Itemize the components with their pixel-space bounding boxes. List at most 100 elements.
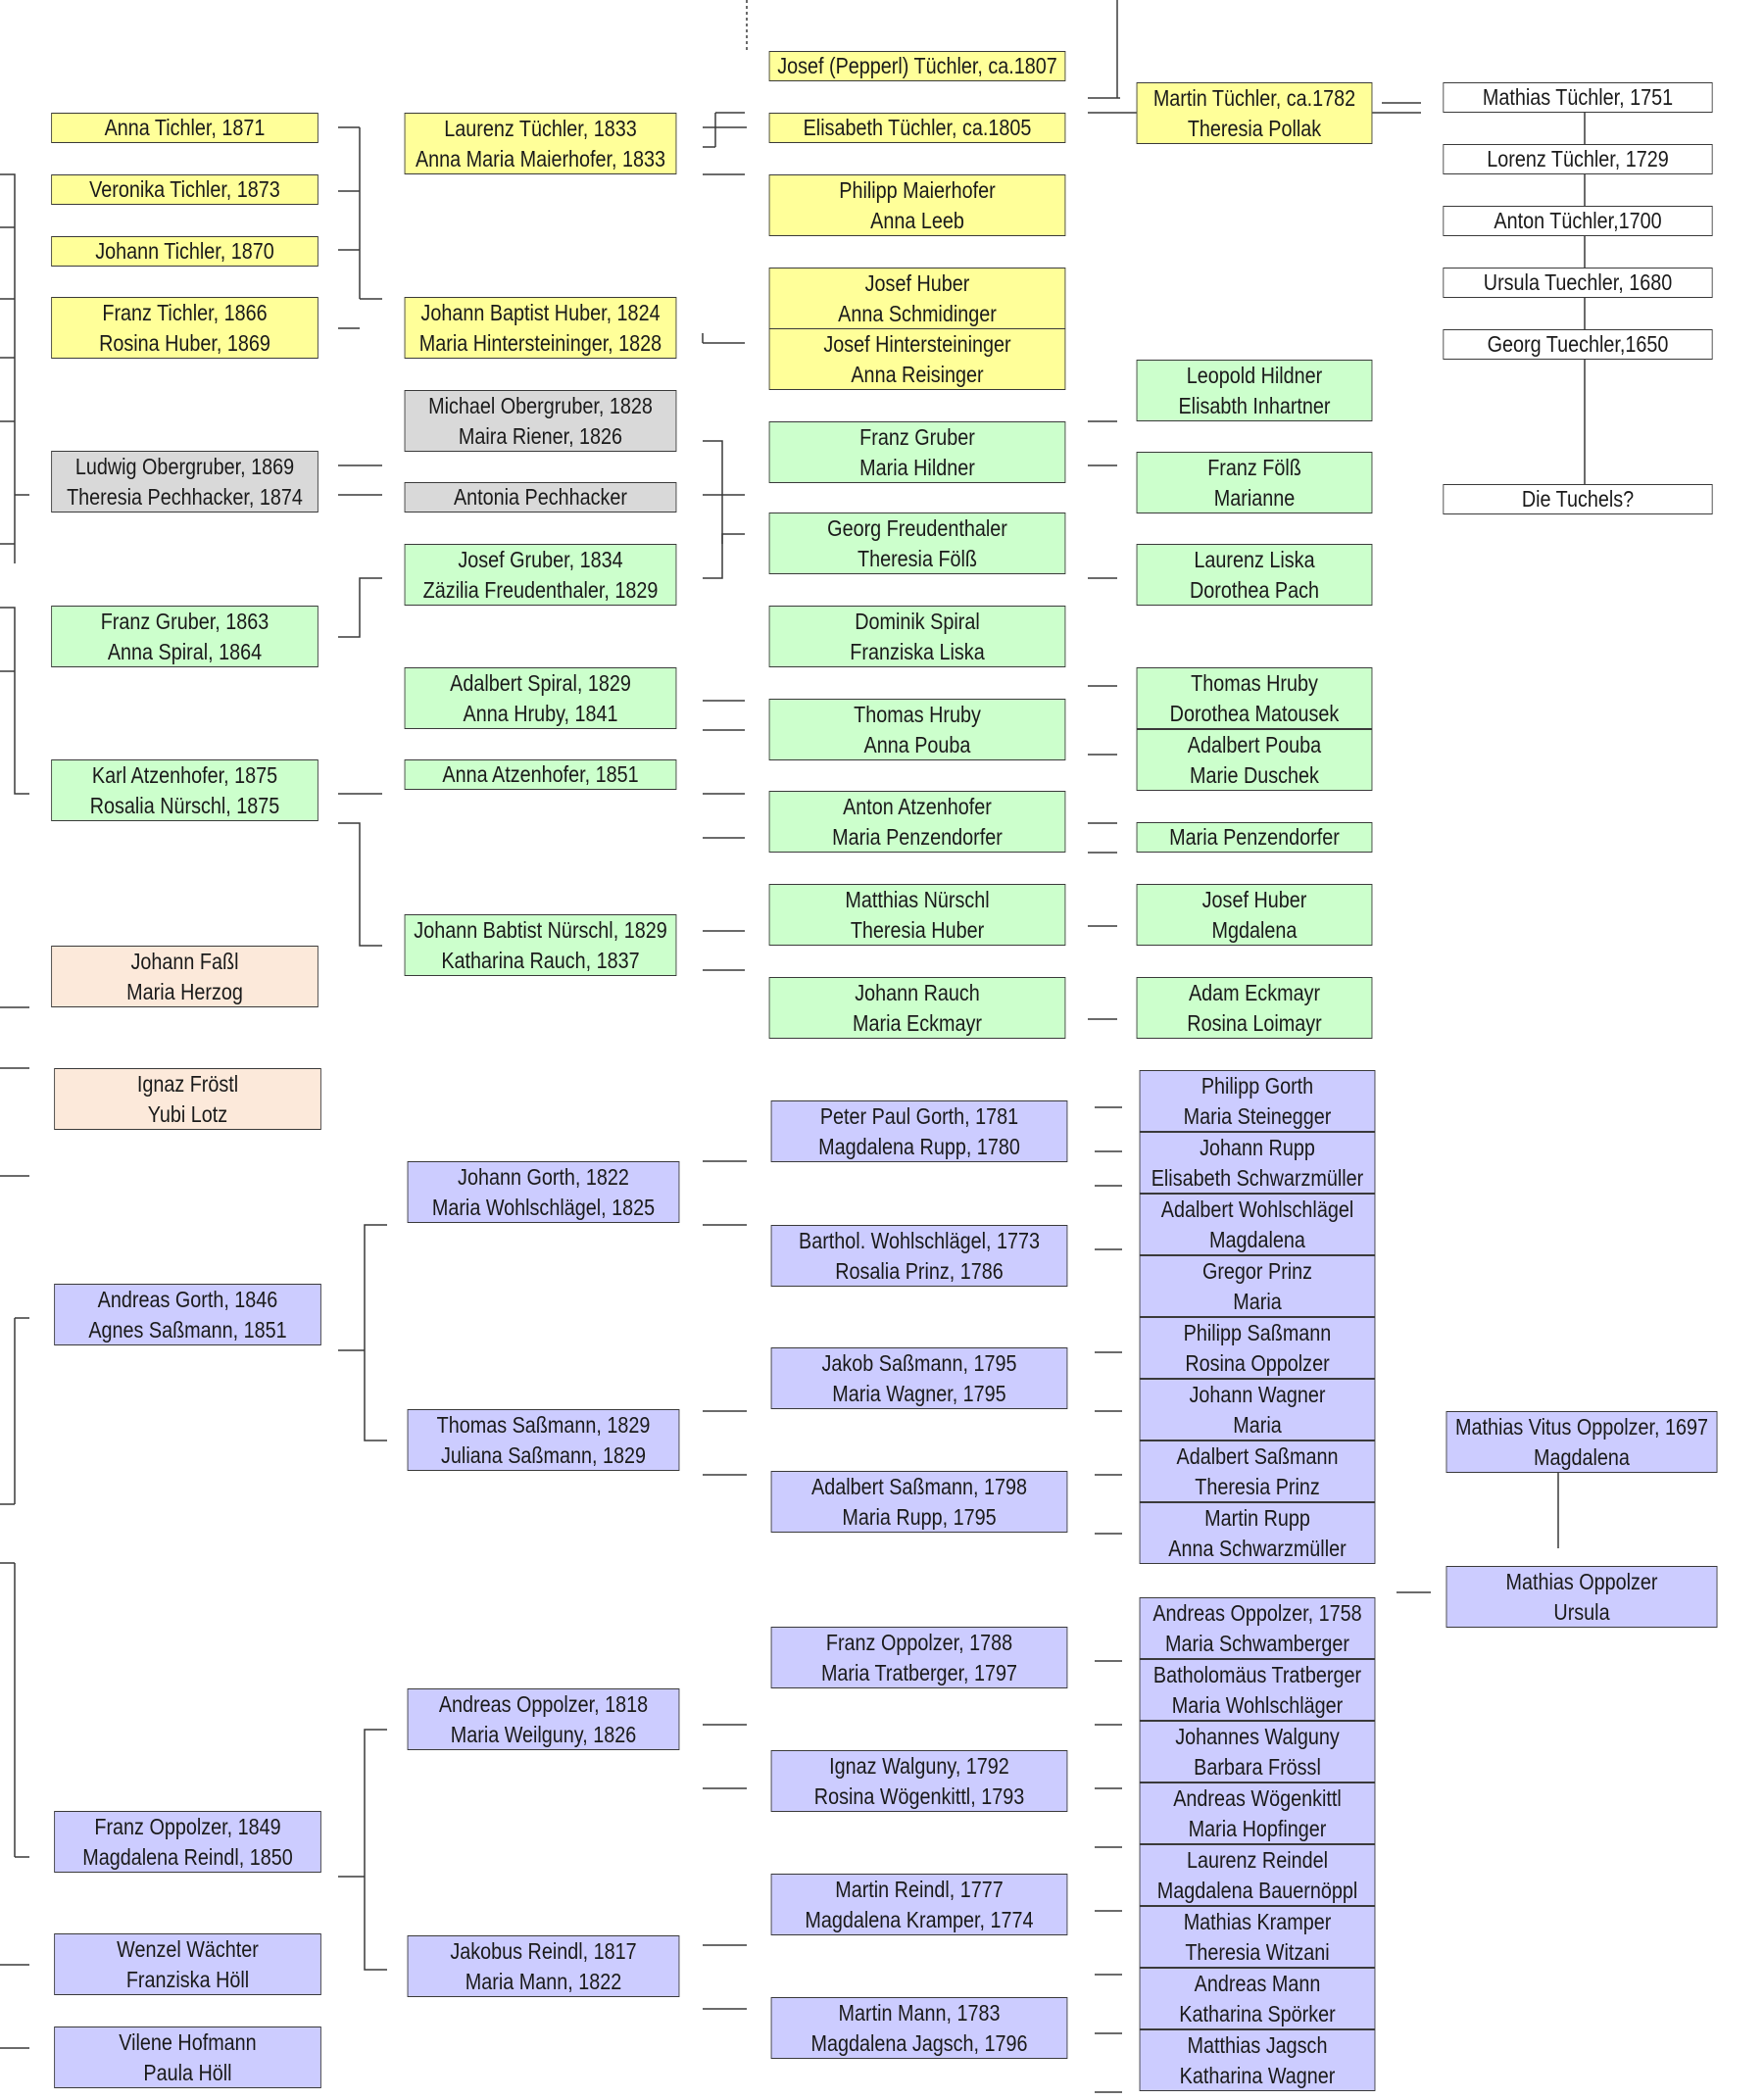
wife-line: Anna Schmidinger (838, 300, 997, 326)
husband-line: Jakobus Reindl, 1817 (450, 1937, 637, 1964)
couple-andreas-woegenkittl: Andreas Wögenkittl Maria Hopfinger (1139, 1783, 1376, 1844)
husband-line: Franz Oppolzer, 1849 (94, 1813, 281, 1839)
wife-line: Ursula (1553, 1598, 1610, 1625)
husband-line: Johann Gorth, 1822 (458, 1163, 629, 1190)
couple-mathias-oppolzer: Mathias Oppolzer Ursula (1446, 1566, 1718, 1628)
wife-line: Marianne (1213, 484, 1296, 511)
wife-line: Rosalia Nürschl, 1875 (89, 792, 280, 818)
husband-line: Franz Tichler, 1866 (102, 299, 268, 325)
husband-line: Barthol. Wohlschlägel, 1773 (799, 1227, 1040, 1253)
husband-line: Thomas Hruby (854, 701, 981, 727)
name-line: Ursula Tuechler, 1680 (1483, 269, 1673, 295)
wife-line: Magdalena Jagsch, 1796 (810, 2029, 1028, 2056)
person-anna-atzenhofer: Anna Atzenhofer, 1851 (404, 759, 677, 790)
couple-batholomaeus-tratberger: Batholomäus Tratberger Maria Wohlschläge… (1139, 1659, 1376, 1721)
husband-line: Andreas Wögenkittl (1173, 1784, 1342, 1811)
couple-michael-obergruber: Michael Obergruber, 1828 Maira Riener, 1… (404, 390, 677, 452)
couple-barthol-wohlschlaegel: Barthol. Wohlschlägel, 1773 Rosalia Prin… (770, 1225, 1068, 1287)
husband-line: Thomas Saßmann, 1829 (436, 1411, 651, 1438)
couple-johann-fassl: Johann Faßl Maria Herzog (51, 946, 318, 1007)
wife-line: Elisabeth Schwarzmüller (1151, 1164, 1364, 1191)
husband-line: Andreas Oppolzer, 1818 (438, 1690, 649, 1717)
husband-line: Jakob Saßmann, 1795 (821, 1349, 1017, 1376)
husband-line: Anton Atzenhofer (843, 793, 992, 819)
couple-thomas-hruby: Thomas Hruby Anna Pouba (768, 699, 1066, 760)
couple-franz-foelss: Franz Fölß Marianne (1136, 452, 1373, 513)
husband-line: Michael Obergruber, 1828 (428, 392, 653, 418)
name-line: Georg Tuechler,1650 (1487, 331, 1669, 357)
wife-line: Magdalena Rupp, 1780 (818, 1133, 1020, 1159)
husband-line: Johann Baptist Huber, 1824 (420, 299, 661, 325)
husband-line: Adalbert Spiral, 1829 (450, 669, 631, 696)
couple-martin-reindl: Martin Reindl, 1777 Magdalena Kramper, 1… (770, 1874, 1068, 1935)
wife-line: Rosina Huber, 1869 (99, 329, 270, 356)
wife-line: Maria Penzendorfer (832, 823, 1003, 850)
husband-line: Batholomäus Tratberger (1152, 1661, 1362, 1687)
wife-line: Magdalena Kramper, 1774 (805, 1906, 1034, 1932)
husband-line: Matthias Jagsch (1187, 2031, 1328, 2058)
husband-line: Franz Oppolzer, 1788 (825, 1629, 1013, 1655)
couple-franz-gruber-senior: Franz Gruber Maria Hildner (768, 421, 1066, 483)
couple-josef-huber: Josef Huber Anna Schmidinger (768, 268, 1066, 329)
wife-line: Maira Riener, 1826 (458, 422, 623, 449)
husband-line: Laurenz Liska (1194, 546, 1315, 572)
wife-line: Franziska Höll (125, 1966, 250, 1992)
couple-ludwig-obergruber: Ludwig Obergruber, 1869 Theresia Pechhac… (51, 451, 318, 513)
wife-line: Maria Wohlschlägel, 1825 (431, 1194, 656, 1220)
couple-johann-babtist-nuerschl: Johann Babtist Nürschl, 1829 Katharina R… (404, 914, 677, 976)
person-josef-pepperl-tuechler: Josef (Pepperl) Tüchler, ca.1807 (768, 51, 1066, 81)
wife-line: Rosalia Prinz, 1786 (835, 1257, 1004, 1284)
husband-line: Peter Paul Gorth, 1781 (819, 1102, 1019, 1129)
wife-line: Paula Höll (143, 2059, 232, 2085)
wife-line: Maria Steinegger (1183, 1102, 1332, 1129)
couple-jakobus-reindl: Jakobus Reindl, 1817 Maria Mann, 1822 (407, 1935, 680, 1997)
wife-line: Maria Herzog (126, 978, 243, 1004)
husband-line: Johann Rupp (1200, 1134, 1315, 1160)
person-antonia-pechhacker: Antonia Pechhacker (404, 482, 677, 513)
wife-line: Maria Hintersteininger, 1828 (418, 329, 662, 356)
husband-line: Philipp Maierhofer (839, 176, 996, 203)
husband-line: Philipp Saßmann (1183, 1319, 1332, 1345)
wife-line: Marie Duschek (1190, 761, 1319, 788)
couple-andreas-mann: Andreas Mann Katharina Spörker (1139, 1968, 1376, 2029)
couple-adalbert-sassmann-1798: Adalbert Saßmann, 1798 Maria Rupp, 1795 (770, 1471, 1068, 1533)
wife-line: Anna Spiral, 1864 (107, 638, 263, 664)
wife-line: Rosina Oppolzer (1185, 1349, 1330, 1376)
couple-adam-eckmayr: Adam Eckmayr Rosina Loimayr (1136, 977, 1373, 1039)
person-ursula-tuechler: Ursula Tuechler, 1680 (1443, 268, 1713, 298)
wife-line: Theresia Witzani (1185, 1938, 1330, 1965)
wife-line: Dorothea Pach (1190, 576, 1319, 603)
couple-johann-rauch: Johann Rauch Maria Eckmayr (768, 977, 1066, 1039)
couple-matthias-jagsch: Matthias Jagsch Katharina Wagner (1139, 2029, 1376, 2091)
husband-line: Mathias Kramper (1183, 1908, 1332, 1934)
wife-line: Theresia Pechhacker, 1874 (67, 483, 303, 510)
person-lorenz-tuechler: Lorenz Tüchler, 1729 (1443, 144, 1713, 174)
wife-line: Rosina Loimayr (1187, 1009, 1322, 1036)
name-line: Veronika Tichler, 1873 (89, 176, 280, 202)
couple-gregor-prinz: Gregor Prinz Maria (1139, 1255, 1376, 1317)
wife-line: Maria Rupp, 1795 (842, 1503, 997, 1530)
person-die-tuchels: Die Tuchels? (1443, 484, 1713, 514)
couple-josef-hintersteininger: Josef Hintersteininger Anna Reisinger (768, 328, 1066, 390)
wife-line: Franziska Liska (850, 638, 985, 664)
husband-line: Martin Tüchler, ca.1782 (1152, 84, 1356, 111)
couple-jakob-sassmann: Jakob Saßmann, 1795 Maria Wagner, 1795 (770, 1347, 1068, 1409)
person-georg-tuechler: Georg Tuechler,1650 (1443, 329, 1713, 360)
couple-franz-oppolzer-1788: Franz Oppolzer, 1788 Maria Tratberger, 1… (770, 1627, 1068, 1688)
husband-line: Thomas Hruby (1191, 669, 1318, 696)
person-anna-tichler: Anna Tichler, 1871 (51, 113, 318, 143)
husband-line: Mathias Oppolzer (1505, 1568, 1658, 1594)
couple-andreas-oppolzer-1758: Andreas Oppolzer, 1758 Maria Schwamberge… (1139, 1597, 1376, 1659)
wife-line: Anna Maria Maierhofer, 1833 (415, 145, 666, 171)
wife-line: Theresia Pollak (1187, 115, 1322, 141)
couple-martin-tuechler: Martin Tüchler, ca.1782 Theresia Pollak (1136, 82, 1373, 144)
wife-line: Rosina Wögenkittl, 1793 (813, 1783, 1025, 1809)
couple-wenzel-waechter: Wenzel Wächter Franziska Höll (54, 1933, 321, 1995)
couple-franz-gruber: Franz Gruber, 1863 Anna Spiral, 1864 (51, 606, 318, 667)
husband-line: Franz Fölß (1207, 454, 1301, 480)
wife-line: Maria Schwamberger (1165, 1630, 1349, 1656)
husband-line: Josef Huber (1201, 886, 1307, 912)
wife-line: Maria (1233, 1411, 1282, 1438)
wife-line: Anna Leeb (870, 207, 964, 233)
